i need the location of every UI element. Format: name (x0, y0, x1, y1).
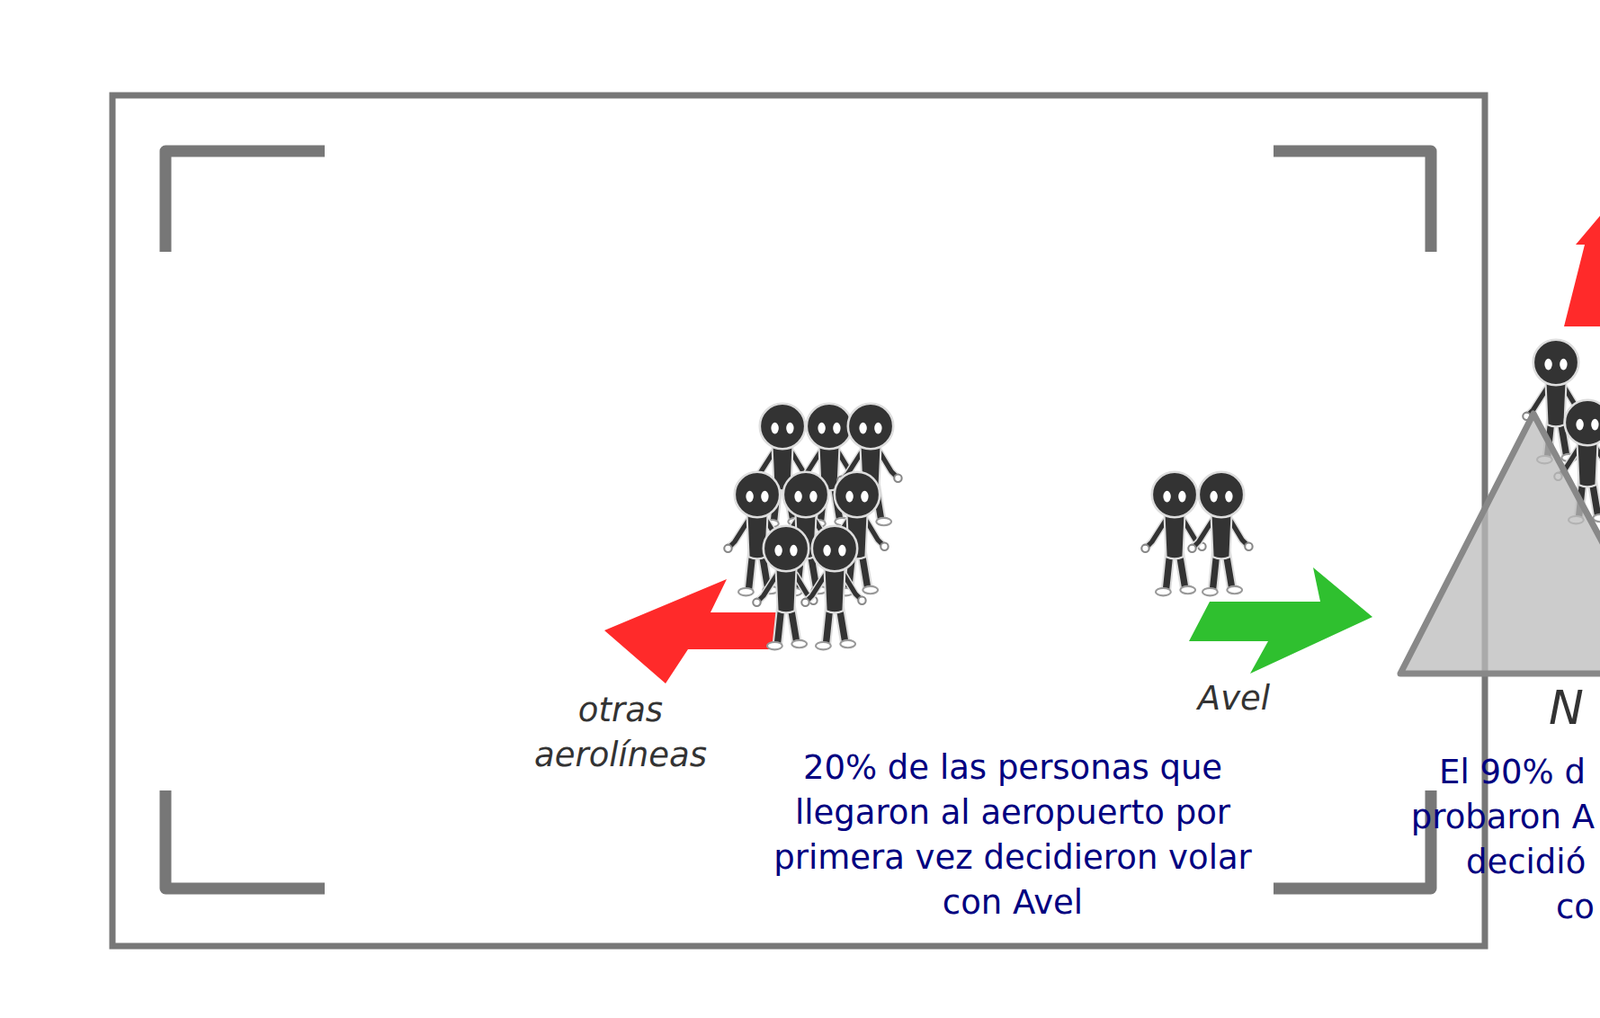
description-text: decidió (1465, 840, 1586, 885)
triangle (1400, 413, 1600, 674)
viewfinder-brackets (165, 151, 1431, 889)
crowd (724, 403, 902, 651)
green-arrow (1188, 567, 1373, 674)
description-text: co (1555, 884, 1595, 930)
person-figure (801, 526, 866, 651)
person-figure (1141, 472, 1206, 597)
arrow-label: Avel (1197, 676, 1270, 722)
stage-title: N (1548, 681, 1584, 734)
person-figure (752, 526, 817, 651)
red-arrow (1564, 215, 1600, 327)
description-text: El 90% d (1439, 750, 1586, 796)
frame (112, 95, 1485, 947)
description-text: 20% de las personas que llegaron al aero… (766, 745, 1260, 926)
arrow-label: otras aerolíneas (512, 688, 729, 778)
red-arrow (604, 579, 785, 684)
description-text: probaron A (1411, 795, 1595, 841)
person-figure (1188, 472, 1252, 597)
